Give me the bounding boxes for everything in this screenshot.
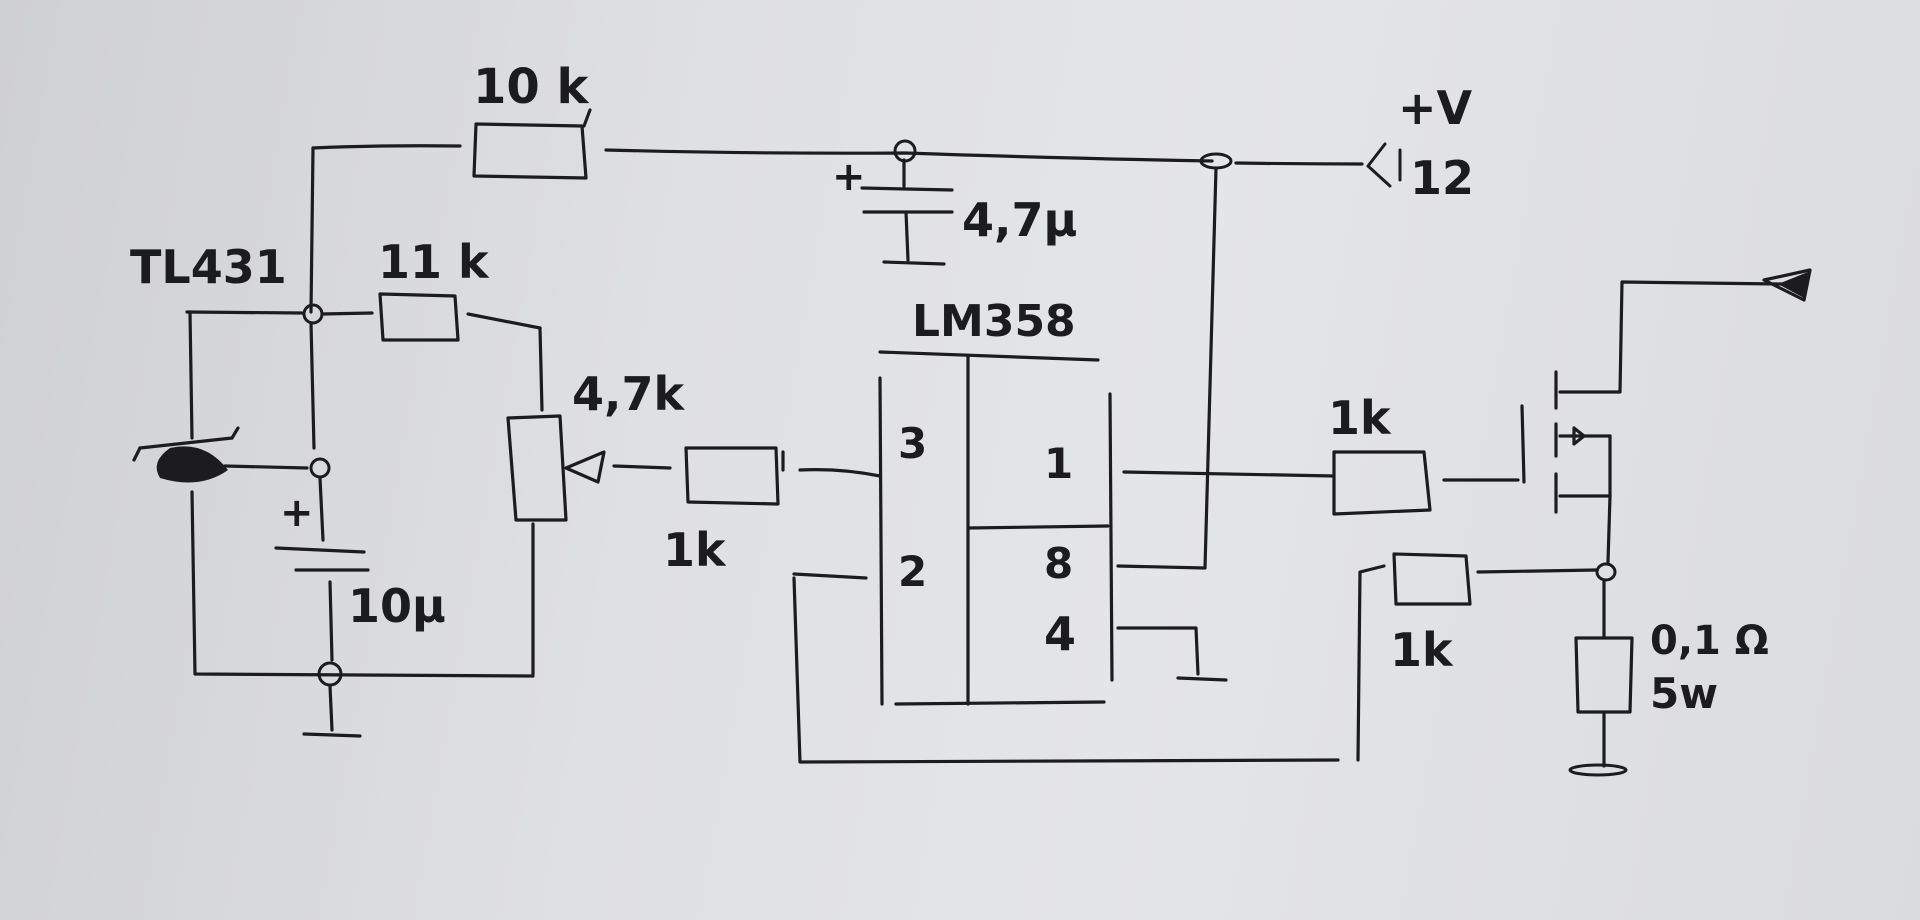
label-4u7: 4,7μ [962, 193, 1077, 247]
label-pin1: 1 [1044, 439, 1073, 488]
wire-vcc-pin8 [1116, 166, 1218, 570]
supply-terminal [1366, 142, 1402, 188]
junction-supply-cap [893, 139, 917, 163]
label-1k-feedback: 1k [1390, 623, 1454, 677]
tl431-symbol [132, 426, 240, 483]
label-11k: 11 k [378, 235, 490, 289]
label-cap10-plus: + [280, 490, 314, 536]
label-shunt-power: 5w [1650, 669, 1718, 718]
resistor-11k [378, 292, 544, 412]
capacitor-10u [274, 546, 370, 572]
label-shunt-value: 0,1 Ω [1650, 618, 1769, 664]
label-4k7: 4,7k [572, 367, 685, 421]
label-pin8: 8 [1044, 539, 1073, 588]
label-plus-v: +V [1398, 81, 1473, 135]
wire-pin1-gate [1122, 470, 1336, 478]
label-1k-gate: 1k [1328, 391, 1392, 445]
label-pin3: 3 [898, 419, 927, 468]
resistor-shunt [1568, 580, 1634, 777]
label-pin2: 2 [898, 547, 927, 596]
tl431-wires [185, 303, 535, 738]
label-lm358: LM358 [912, 296, 1076, 347]
resistor-1k-input [684, 446, 882, 506]
resistor-10k [472, 108, 592, 180]
output-terminal [1762, 268, 1812, 302]
mosfet [1520, 280, 1784, 582]
feedback-loop [792, 564, 1386, 764]
label-1k-input: 1k [663, 523, 727, 577]
label-10u: 10μ [348, 579, 446, 633]
resistor-1k-gate [1332, 450, 1520, 516]
label-cap-plus: + [832, 154, 866, 200]
resistor-1k-feedback [1392, 552, 1598, 606]
ground-pin4 [1116, 626, 1228, 682]
label-tl431: TL431 [130, 240, 287, 294]
capacitor-4u7 [860, 158, 954, 266]
top-rail [309, 139, 1364, 314]
potentiometer-4k7 [506, 414, 672, 676]
lm358-body [878, 350, 1114, 706]
label-pin4: 4 [1044, 607, 1076, 661]
label-12v: 12 [1410, 151, 1474, 205]
label-10k: 10 k [473, 59, 590, 115]
